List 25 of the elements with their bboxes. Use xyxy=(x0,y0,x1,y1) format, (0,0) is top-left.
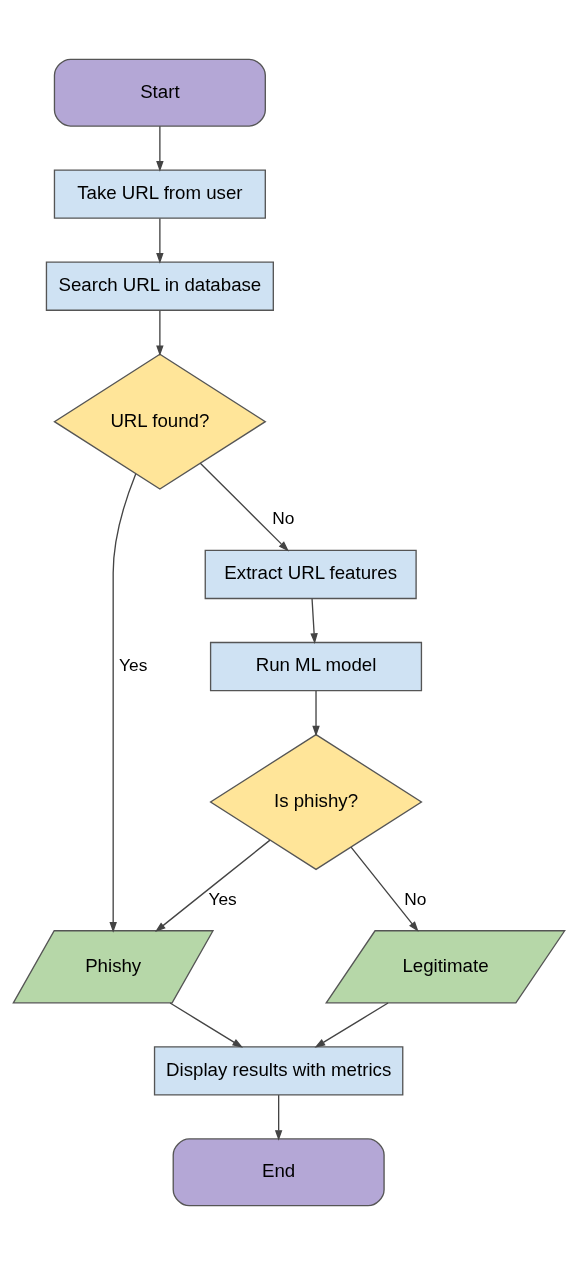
node-box: Start xyxy=(53,58,266,127)
node-diamond: URL found? xyxy=(53,352,267,490)
arrow xyxy=(156,309,164,356)
node-box: Take URL from user xyxy=(53,168,266,219)
arrow xyxy=(156,217,164,264)
arrow xyxy=(169,1001,244,1048)
node-box: Run ML model xyxy=(209,641,423,691)
arrow xyxy=(312,689,320,736)
edge-label: Yes xyxy=(208,888,237,909)
arrow xyxy=(155,838,271,932)
node-box: End xyxy=(172,1137,385,1206)
arrow xyxy=(314,1001,389,1048)
edge-label: Yes xyxy=(119,654,148,675)
node-box: Search URL in database xyxy=(45,261,274,311)
edge-label: No xyxy=(272,507,295,528)
edge-label: No xyxy=(404,888,427,909)
node-box: Extract URL features xyxy=(204,549,417,599)
arrow xyxy=(109,472,137,933)
node-diamond: Is phishy? xyxy=(209,733,423,870)
arrow xyxy=(274,1093,283,1141)
node-box: Display results with metrics xyxy=(153,1045,404,1096)
arrow xyxy=(350,846,419,932)
arrow xyxy=(199,462,289,551)
arrow xyxy=(156,125,164,172)
arrow xyxy=(310,597,318,644)
